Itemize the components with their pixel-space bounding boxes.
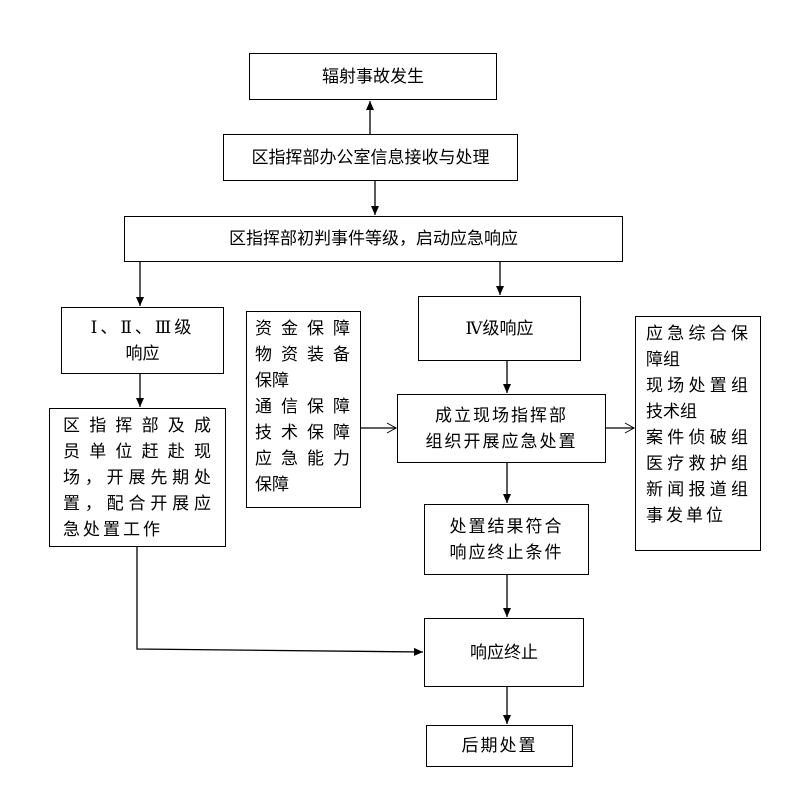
support-line: 应急能力 (255, 449, 350, 469)
node-level-1-3-line: Ⅰ、Ⅱ、Ⅲ级 (90, 317, 195, 338)
group-line: 事发单位 (646, 506, 726, 526)
support-line: 物资装备 (255, 345, 350, 365)
node-support-guarantees: 资金保障 物资装备 保障 通信保障 技术保障 应急能力 保障 (246, 311, 361, 508)
node-accident-occurs: 辐射事故发生 (249, 53, 497, 100)
node-termination-condition: 处置结果符合 响应终止条件 (424, 504, 589, 575)
node-after-disposal: 后期处置 (426, 725, 573, 767)
node-level-1-3-response: Ⅰ、Ⅱ、Ⅲ级 响应 (61, 307, 224, 374)
node-working-groups: 应急综合保 障组 现场处置组 技术组 案件侦破组 医疗救护组 新闻报道组 事发单… (635, 316, 761, 551)
node-judge-level: 区指挥部初判事件等级，启动应急响应 (124, 216, 623, 262)
support-line: 资金保障 (255, 319, 350, 339)
support-line: 通信保障 (255, 397, 350, 417)
node-judge-level-label: 区指挥部初判事件等级，启动应急响应 (229, 229, 518, 249)
result-line: 处置结果符合 (449, 516, 564, 537)
group-line: 应急综合保 (646, 324, 748, 344)
node-response-end-label: 响应终止 (470, 642, 538, 663)
node-field-command: 成立现场指挥部 组织开展应急处置 (397, 394, 606, 463)
support-line: 保障 (255, 371, 289, 391)
group-line: 障组 (646, 350, 680, 370)
node-office-receive: 区指挥部办公室信息接收与处理 (223, 134, 518, 181)
support-line: 技术保障 (255, 423, 350, 443)
member-line: 置，配合开展应 (63, 494, 211, 514)
group-line: 新闻报道组 (646, 480, 748, 500)
member-line: 区指挥部及成 (63, 416, 211, 436)
member-line: 员单位赶赴现 (63, 442, 211, 462)
node-after-disposal-label: 后期处置 (461, 736, 538, 756)
group-line: 技术组 (646, 402, 697, 422)
support-line: 保障 (255, 475, 289, 495)
member-line: 场，开展先期处 (63, 468, 211, 488)
node-level-4-label: Ⅳ级响应 (465, 318, 534, 339)
node-level-4-response: Ⅳ级响应 (418, 296, 581, 361)
command-line: 成立现场指挥部 (435, 405, 568, 426)
group-line: 现场处置组 (646, 376, 748, 396)
member-line: 急处置工作 (63, 520, 163, 540)
group-line: 案件侦破组 (646, 428, 748, 448)
command-line: 组织开展应急处置 (425, 431, 578, 452)
node-level-1-3-line: 响应 (125, 343, 160, 364)
node-response-end: 响应终止 (424, 618, 584, 687)
result-line: 响应终止条件 (449, 542, 564, 563)
group-line: 医疗救护组 (646, 454, 748, 474)
node-accident-occurs-label: 辐射事故发生 (322, 66, 424, 87)
node-member-units: 区指挥部及成 员单位赶赴现 场，开展先期处 置，配合开展应 急处置工作 (49, 408, 226, 547)
node-office-receive-label: 区指挥部办公室信息接收与处理 (251, 147, 490, 168)
arrow-member-to-end (136, 547, 424, 656)
